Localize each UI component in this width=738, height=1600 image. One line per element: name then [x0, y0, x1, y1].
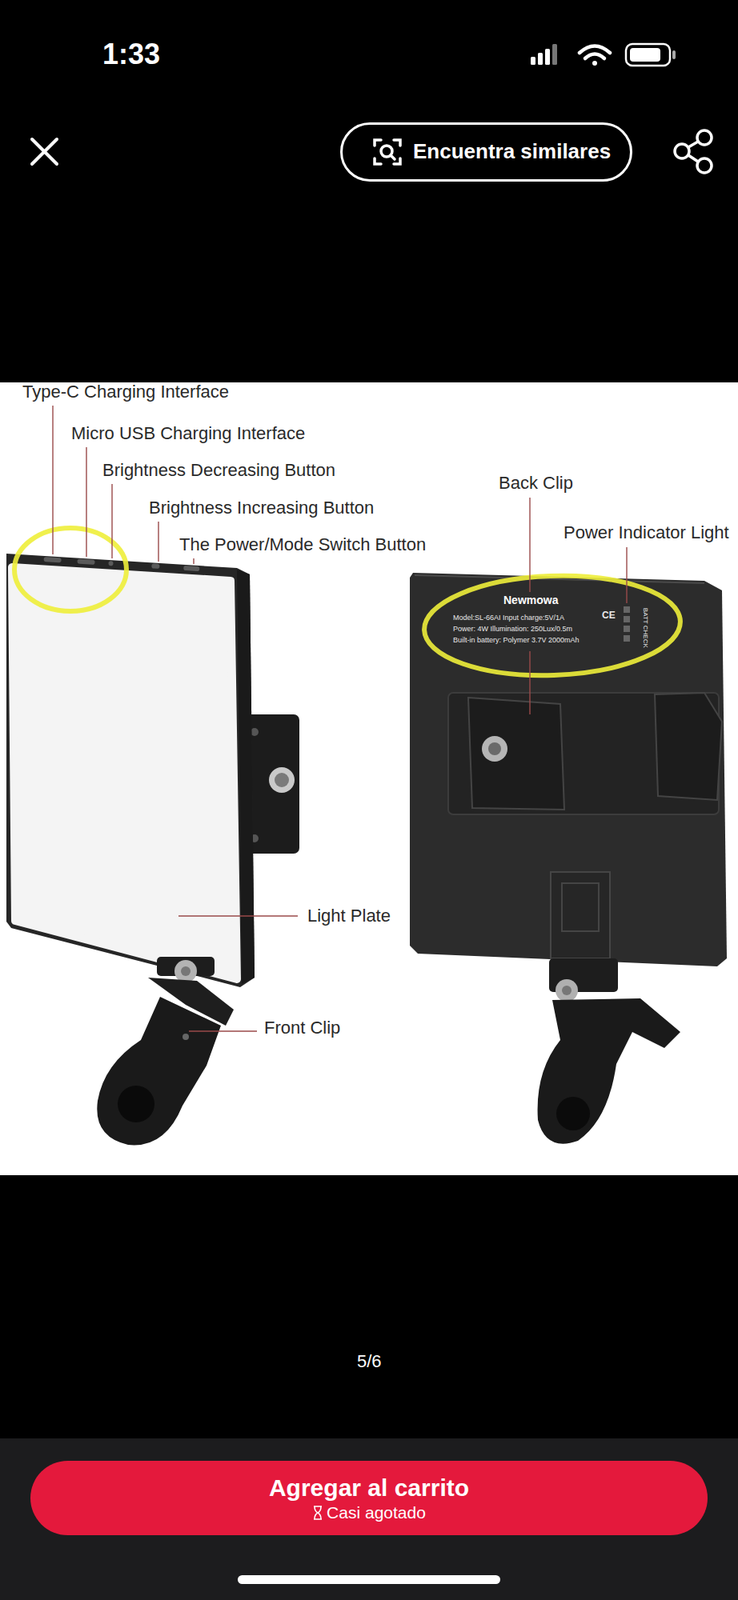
spec-print: Built-in battery: Polymer 3.7V 2000mAh — [453, 636, 580, 646]
button-text: Encuentra similares — [413, 139, 611, 165]
cert-mark: CE — [601, 609, 616, 622]
back-device-drawing — [409, 573, 727, 1145]
status-time: 1:33 — [102, 36, 161, 72]
part-label: Light Plate — [307, 906, 391, 927]
scan-icon — [374, 140, 401, 165]
highlight-circle — [422, 571, 682, 680]
add-to-cart-button: Agregar al carritoCasi agotado — [30, 1461, 708, 1537]
part-label: Brightness Decreasing Button — [102, 460, 336, 482]
part-label: Micro USB Charging Interface — [71, 423, 305, 445]
part-label: Type-C Charging Interface — [22, 381, 229, 403]
bottom-bar — [0, 1439, 738, 1600]
part-label: The Power/Mode Switch Button — [179, 534, 426, 556]
leader-lines — [52, 405, 627, 1032]
search-similar-button: Encuentra similares — [340, 122, 633, 182]
battery-icon — [625, 44, 676, 66]
front-device-drawing — [6, 553, 300, 1146]
part-label: Brightness Increasing Button — [148, 497, 374, 519]
spec-print: Model:SL-66AI Input charge:5V/1A — [453, 613, 565, 623]
stock-note: Casi agotado — [326, 1503, 426, 1524]
part-label: Front Clip — [264, 1018, 341, 1039]
stock-note-row: Casi agotado — [312, 1503, 426, 1524]
button-title-row: Agregar al carrito — [268, 1474, 470, 1504]
battery-print: BATT CHECK — [641, 608, 650, 649]
image-area — [0, 382, 738, 1176]
close-icon — [32, 139, 57, 165]
wifi-icon — [579, 46, 610, 67]
page-counter: 5/6 — [356, 1351, 382, 1373]
home-indicator — [237, 1576, 501, 1585]
signal-icon — [530, 44, 558, 65]
share-icon — [674, 130, 712, 173]
part-label: Power Indicator Light — [563, 522, 730, 544]
hourglass-icon — [312, 1506, 324, 1521]
brand-print: Newmowa — [503, 593, 558, 608]
button-text: Agregar al carrito — [268, 1474, 470, 1504]
highlight-circle — [14, 528, 127, 612]
part-label: Back Clip — [498, 473, 574, 494]
spec-print: Power: 4W Illumination: 250Lux/0.5m — [453, 625, 573, 634]
